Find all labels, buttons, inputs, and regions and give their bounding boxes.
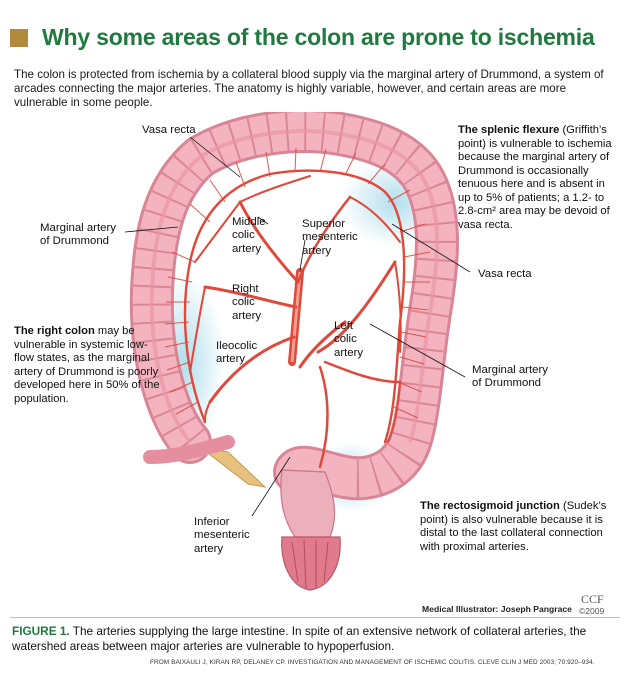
divider [10,617,620,618]
anal-canal [281,536,341,591]
title-marker [10,28,28,47]
intro-text: The colon is protected from ischemia by … [14,68,604,109]
marginal-artery-left-label: Marginal artery of Drummond [40,222,116,248]
right-colic-label: Right colic artery [232,283,262,322]
source-citation: FROM BAIXAULI J, KIRAN RP, DELANEY CP. I… [150,659,595,666]
leader-lines [124,136,471,517]
title-bar: Why some areas of the colon are prone to… [10,24,595,51]
inferior-mesenteric-label: Inferior mesenteric artery [194,516,250,555]
middle-colic-artery [238,200,300,284]
rectum [280,469,336,538]
vasa-recta [164,147,431,419]
vasa-recta-right-label: Vasa recta [478,268,532,280]
splenic-flexure-note: The splenic flexure (Griffith’s point) i… [458,124,612,231]
vasa-recta-top-label: Vasa recta [142,124,196,136]
page-title: Why some areas of the colon are prone to… [42,24,595,50]
marginal-artery-arc [183,169,406,444]
left-colic-label: Left colic artery [334,320,364,359]
superior-mesenteric-label: Superior mesenteric artery [302,218,358,257]
ccf-logo: CCF [581,592,604,606]
left-colic-artery [316,260,397,354]
marginal-artery-right-label: Marginal artery of Drummond [472,364,548,390]
terminal-ileum [143,435,235,464]
inferior-mesenteric-artery [298,320,347,369]
colon-illustration [124,112,471,591]
ccf-year: ©2009 [579,606,605,616]
ileocolic-artery [208,335,296,404]
right-colon-note: The right colon may be vulnerable in sys… [14,325,160,405]
figure-caption: FIGURE 1. The arteries supplying the lar… [12,624,587,653]
right-colic-artery [203,285,298,309]
ileocolic-label: Ileocolic artery [216,340,258,366]
middle-colic-label: Middle colic artery [232,216,266,255]
arteries [183,169,406,469]
rectosigmoid-note: The rectosigmoid junction (Sudek’s point… [420,500,607,553]
illustrator-credit: Medical Illustrator: Joseph Pangrace [422,604,572,614]
